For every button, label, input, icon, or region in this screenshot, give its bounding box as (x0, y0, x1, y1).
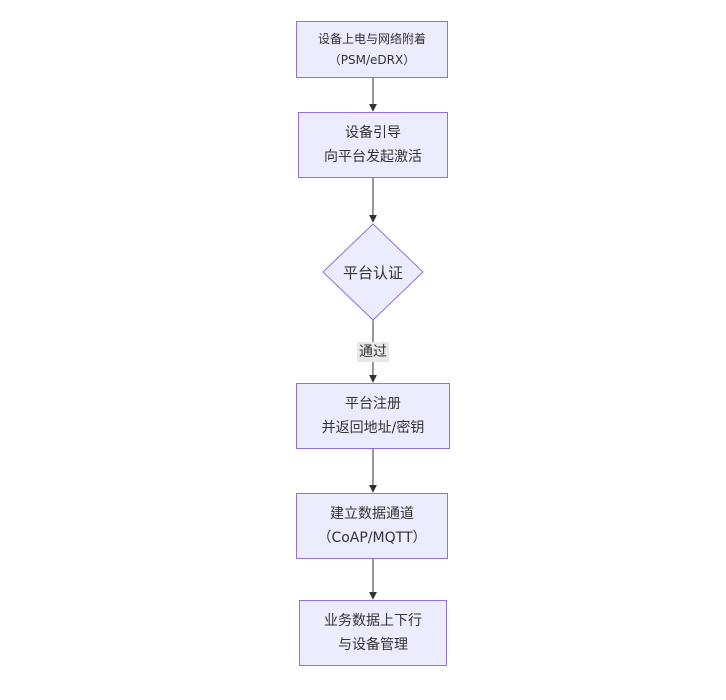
edge-label-pass: 通过 (357, 342, 389, 362)
node-data-channel-line1: 建立数据通道 (330, 506, 414, 522)
node-data-channel: 建立数据通道 （CoAP/MQTT） (296, 493, 448, 559)
node-platform-auth: 平台认证 (322, 223, 424, 321)
decision-diamond-shape (322, 223, 424, 321)
node-bootstrap-line1: 设备引导 (345, 125, 401, 141)
node-power-attach-line2: （PSM/eDRX） (328, 52, 416, 67)
node-register-line1: 平台注册 (345, 396, 401, 412)
node-register-line2: 并返回地址/密钥 (321, 420, 425, 436)
node-business-line1: 业务数据上下行 (324, 613, 422, 629)
node-business: 业务数据上下行 与设备管理 (299, 600, 447, 666)
node-register: 平台注册 并返回地址/密钥 (296, 383, 450, 449)
node-bootstrap-line2: 向平台发起激活 (324, 149, 422, 165)
node-power-attach-line1: 设备上电与网络附着 (317, 31, 426, 46)
node-platform-auth-label: 平台认证 (342, 263, 403, 282)
node-power-attach: 设备上电与网络附着 （PSM/eDRX） (296, 21, 448, 78)
node-business-line2: 与设备管理 (338, 637, 408, 653)
node-data-channel-line2: （CoAP/MQTT） (317, 530, 427, 546)
node-bootstrap: 设备引导 向平台发起激活 (298, 112, 448, 178)
